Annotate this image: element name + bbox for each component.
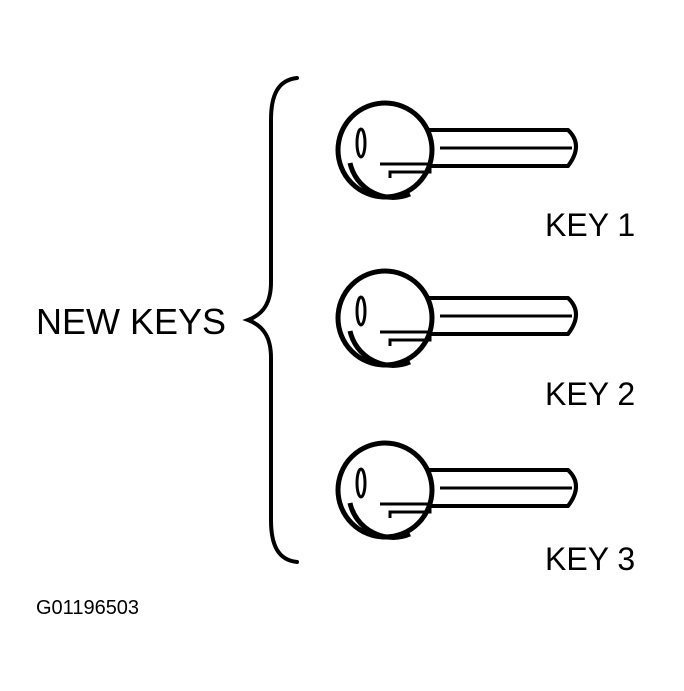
group-brace [242,76,299,564]
key-2-label: KEY 2 [545,376,635,412]
key-2-icon [335,268,578,368]
key-3-label: KEY 3 [545,541,635,577]
key-3-icon [335,440,578,540]
key-1-label: KEY 1 [545,207,635,243]
figure-id: G01196503 [36,597,139,619]
group-label: NEW KEYS [36,301,226,342]
key-1-icon [335,100,578,200]
